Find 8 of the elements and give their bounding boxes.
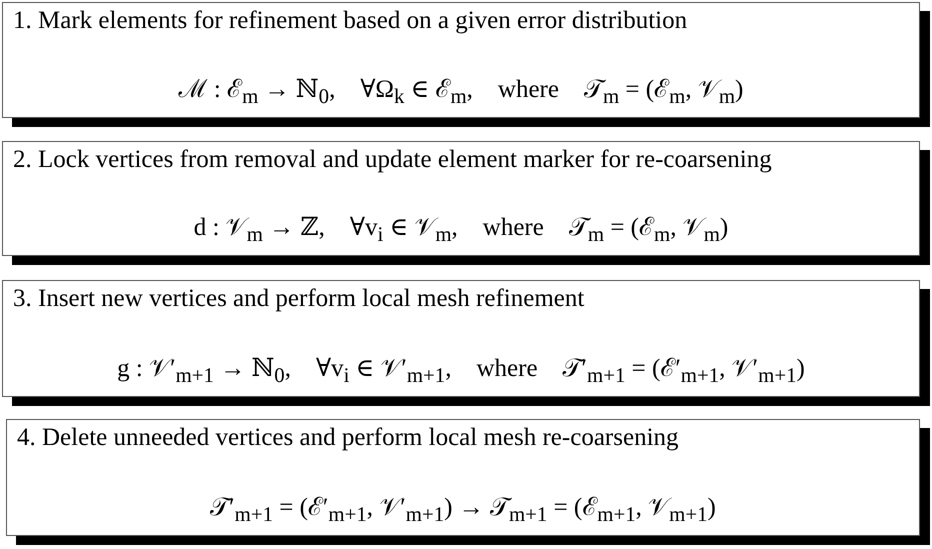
formula: d : 𝒱$_{m}$ → ℤ, ∀v$_{i}$ ∈ 𝒱$_{m}$, where 𝒯$_{m}$ = (ℰ$_{m}$, 𝒱$_{m}$): [194, 214, 728, 241]
step-heading: 4. Delete unneeded vertices and perform local mesh re-coarsening: [17, 424, 679, 452]
formula: g : 𝒱′$_{m+1}$ → ℕ$_{0}$, ∀v$_{i}$ ∈ 𝒱′$_{m+1}$, where 𝒯′$_{m+1}$ = (ℰ′$_{m+1}$, 𝒱′$_{m+1}$): [117, 355, 805, 382]
formula: ℳ : ℰ$_{m}$ → ℕ$_{0}$, ∀Ω$_{k}$ ∈ ℰ$_{m}$, where 𝒯$_{m}$ = (ℰ$_{m}$, 𝒱$_{m}$): [178, 76, 744, 103]
step-heading: 2. Lock vertices from removal and update element marker for re-coarsening: [13, 146, 772, 174]
step-heading: 1. Mark elements for refinement based on a given error distribution: [13, 7, 688, 35]
formula: 𝒯′$_{m+1}$ = (ℰ′$_{m+1}$, 𝒱′$_{m+1}$) → 𝒯$_{m+1}$ = (ℰ$_{m+1}$, 𝒱$_{m+1}$): [210, 494, 716, 521]
step-heading: 3. Insert new vertices and perform local mesh refinement: [13, 285, 584, 313]
